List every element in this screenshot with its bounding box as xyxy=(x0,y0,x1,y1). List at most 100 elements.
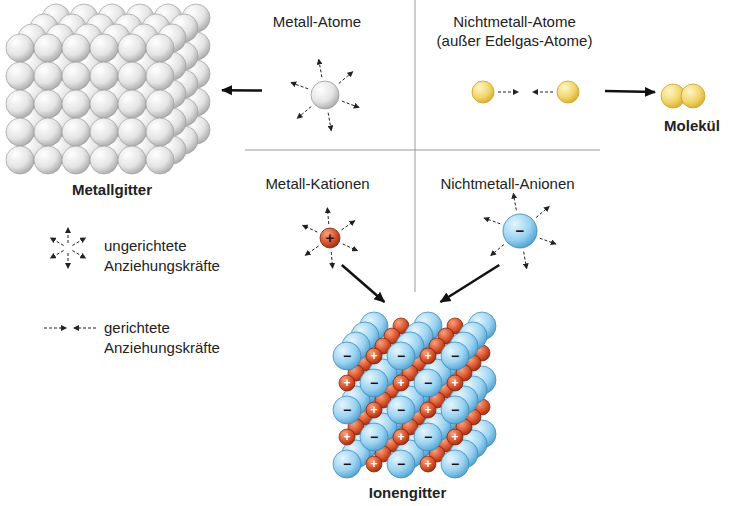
structure-label: Metallgitter xyxy=(2,180,222,199)
attraction-arrow xyxy=(68,228,69,243)
ion-charge: − xyxy=(393,456,409,472)
metal-sphere xyxy=(34,90,62,118)
attraction-arrow xyxy=(536,207,549,218)
attraction-arrow xyxy=(341,221,354,230)
metal-sphere xyxy=(118,62,146,90)
attraction-arrow xyxy=(291,83,308,89)
nonmetal-atom xyxy=(557,81,579,103)
attraction-arrow xyxy=(484,218,500,224)
attraction-arrow xyxy=(513,194,516,211)
ion-charge: + xyxy=(366,348,382,364)
structure-label: Molekül xyxy=(655,116,729,135)
concept-node: Nichtmetall-Atome (außer Edelgas-Atome) xyxy=(425,8,605,130)
metal-sphere xyxy=(34,146,62,174)
attraction-arrow xyxy=(498,92,518,93)
quadrant-divider xyxy=(245,0,600,292)
attraction-arrow xyxy=(303,225,318,232)
ion-charge: + xyxy=(339,375,355,391)
metal-sphere xyxy=(62,90,90,118)
metal-sphere xyxy=(34,62,62,90)
metal-sphere xyxy=(6,118,34,146)
attraction-arrow xyxy=(540,238,556,244)
metal-sphere xyxy=(146,146,174,174)
anion-sphere xyxy=(333,450,361,478)
ion-charge: − xyxy=(339,456,355,472)
attraction-arrow xyxy=(491,244,504,255)
attraction-arrow xyxy=(342,101,359,107)
attraction-arrow xyxy=(74,328,96,329)
ion-charge: + xyxy=(447,429,463,445)
attraction-arrow xyxy=(72,251,85,259)
group-heading: Nichtmetall-Anionen xyxy=(425,174,590,193)
anion-sphere xyxy=(441,450,469,478)
metal-sphere xyxy=(146,34,174,62)
metal-lattice xyxy=(6,4,210,174)
anion-sphere xyxy=(387,450,415,478)
ion-charge: + xyxy=(393,375,409,391)
cation-sphere xyxy=(447,429,463,445)
concept-node: Metall-Kationen + xyxy=(250,170,385,265)
ion-charge: + xyxy=(366,402,382,418)
ion-charge: − xyxy=(366,429,382,445)
group-heading: Metall-Kationen xyxy=(250,174,385,193)
concept-node: Nichtmetall-Anionen − xyxy=(425,170,590,265)
metal-sphere xyxy=(90,34,118,62)
attraction-arrow xyxy=(72,238,85,246)
metal-sphere xyxy=(62,146,90,174)
cation xyxy=(320,228,340,248)
cation-sphere xyxy=(366,456,382,472)
ion-charge: − xyxy=(339,402,355,418)
ion-charge: + xyxy=(320,228,340,248)
metal-sphere xyxy=(118,146,146,174)
anion xyxy=(503,214,537,248)
ion-charge: − xyxy=(393,348,409,364)
ion-charge: + xyxy=(366,456,382,472)
metal-sphere xyxy=(90,90,118,118)
attraction-arrow xyxy=(327,208,328,224)
cation-sphere xyxy=(366,348,382,364)
metal-sphere xyxy=(6,62,34,90)
ion-lattice xyxy=(333,312,496,478)
molecule-atom xyxy=(681,84,705,108)
formation-arrow xyxy=(441,265,500,302)
ion-charge: − xyxy=(420,429,436,445)
metal-sphere xyxy=(118,118,146,146)
metal-sphere xyxy=(34,34,62,62)
metal-sphere xyxy=(146,90,174,118)
legend-text: ungerichtete Anziehungskräfte xyxy=(104,236,239,276)
ion-charge: + xyxy=(420,348,436,364)
ion-charge: − xyxy=(393,402,409,418)
ion-charge: − xyxy=(420,375,436,391)
cation-sphere xyxy=(420,348,436,364)
metal-sphere xyxy=(146,118,174,146)
anion-sphere xyxy=(387,342,415,370)
ion-charge: − xyxy=(510,221,530,241)
metal-sphere xyxy=(62,118,90,146)
attraction-arrow xyxy=(339,72,353,84)
ion-charge: + xyxy=(420,456,436,472)
anion-sphere xyxy=(387,396,415,424)
attraction-arrow xyxy=(331,252,332,268)
ion-charge: − xyxy=(366,375,382,391)
formation-arrow xyxy=(222,89,262,92)
formation-arrow xyxy=(342,265,385,302)
anion-sphere xyxy=(414,423,442,451)
anion-sphere xyxy=(333,396,361,424)
metal-sphere xyxy=(6,34,34,62)
ion-charge: − xyxy=(447,456,463,472)
metal-sphere xyxy=(62,62,90,90)
attraction-arrow xyxy=(305,246,318,255)
metal-sphere xyxy=(34,118,62,146)
ion-charge: + xyxy=(447,375,463,391)
ion-charge: − xyxy=(339,348,355,364)
attraction-arrow xyxy=(533,92,553,93)
metal-sphere xyxy=(146,62,174,90)
metal-sphere xyxy=(118,34,146,62)
anion-sphere xyxy=(333,342,361,370)
cation-sphere xyxy=(339,375,355,391)
attraction-arrow xyxy=(51,251,64,259)
concept-node: Metall-Atome xyxy=(262,8,372,130)
attraction-arrow xyxy=(44,328,66,329)
metal-sphere xyxy=(90,62,118,90)
cation-sphere xyxy=(447,375,463,391)
